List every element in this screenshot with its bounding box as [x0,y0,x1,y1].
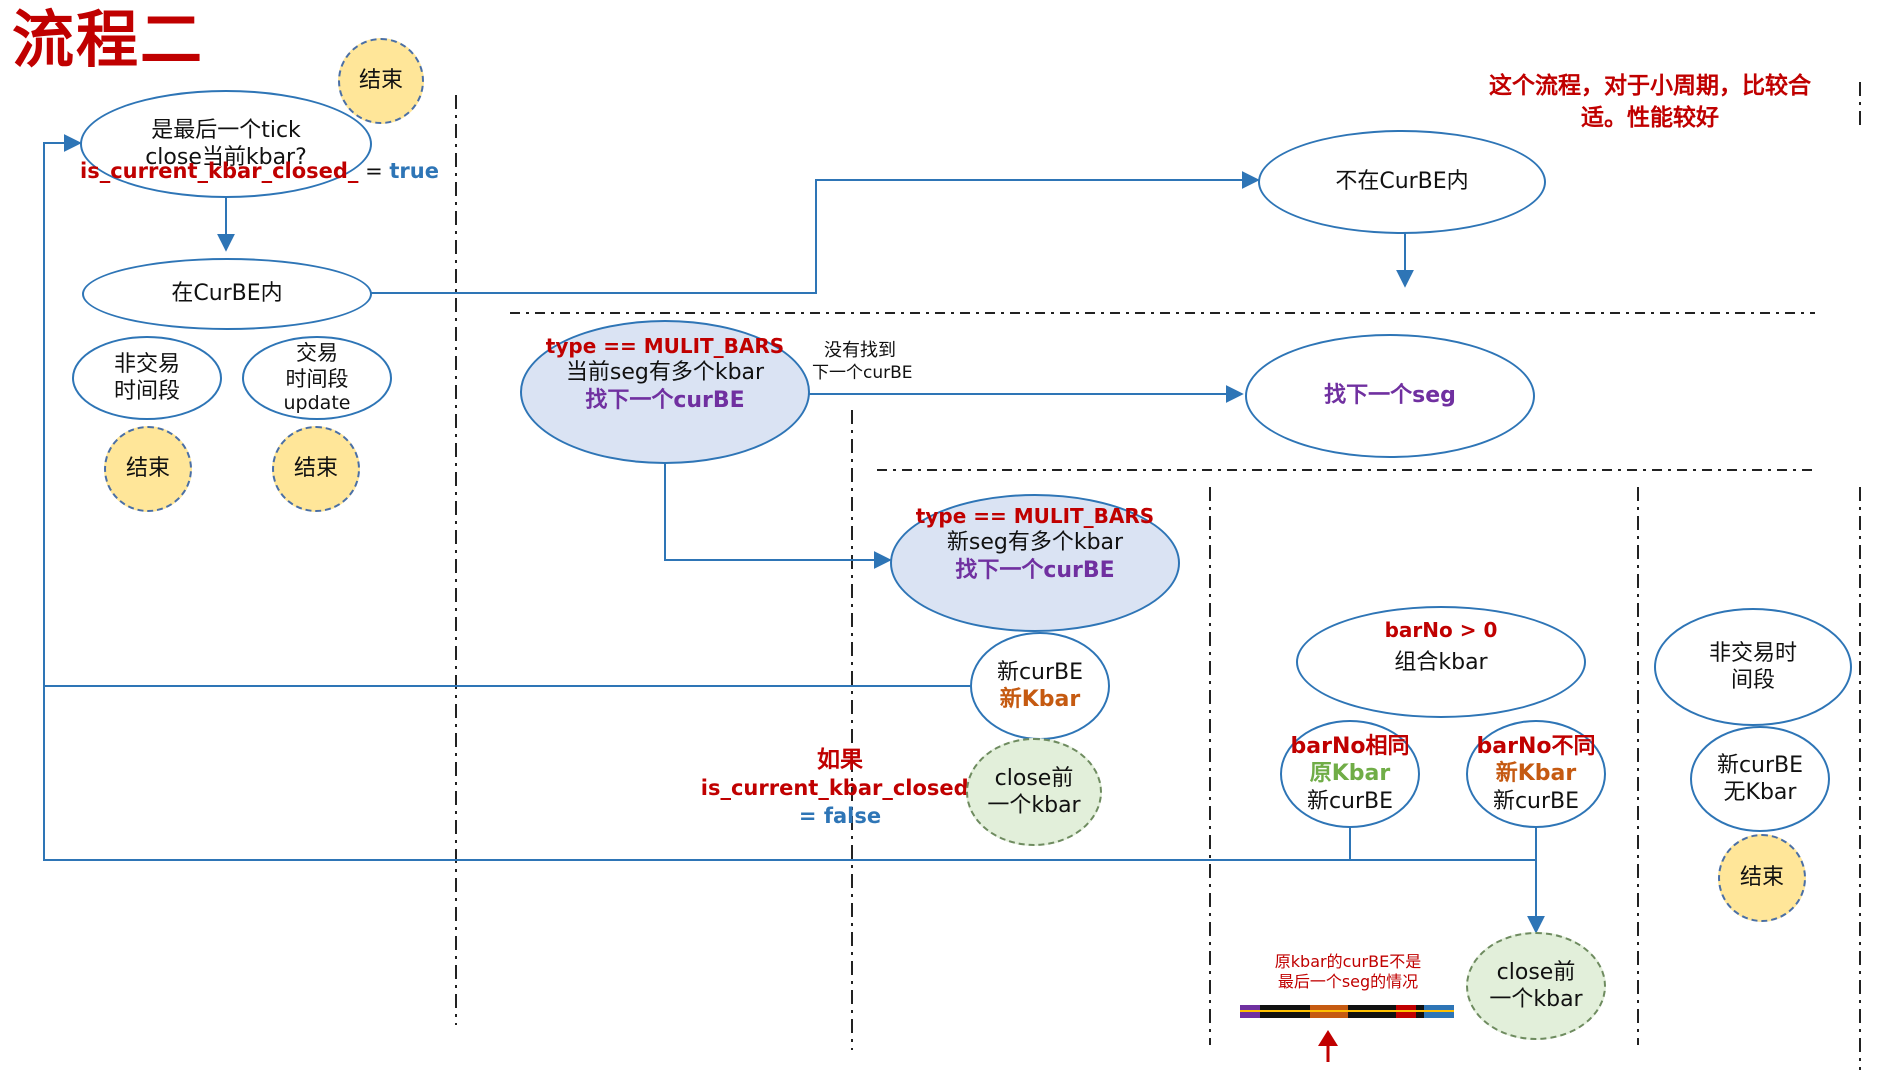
node-last-tick[interactable]: 是最后一个tick close当前kbar? [80,90,372,198]
node-close-prev-kbar-1[interactable]: close前 一个kbar [966,738,1102,846]
node-non-trade-2[interactable]: 非交易时 间段 [1654,608,1852,726]
node-non-trade[interactable]: 非交易 时间段 [72,336,222,420]
cond-closed-true: is_current_kbar_closed_ = true [80,159,439,183]
node-multi-bars-new[interactable]: type == MULIT_BARS 新seg有多个kbar 找下一个curBE [890,494,1180,632]
node-new-curbe-no-kbar[interactable]: 新curBE 无Kbar [1690,726,1830,832]
kbar-segments-2 [1240,1005,1454,1062]
node-end-right[interactable]: 结束 [1718,834,1806,922]
performance-note: 这个流程，对于小周期，比较合适。性能较好 [1489,73,1811,131]
node-end-trade[interactable]: 结束 [272,426,360,512]
page-title: 流程二 [12,3,205,76]
node-multi-bars-current[interactable]: type == MULIT_BARS 当前seg有多个kbar 找下一个curB… [520,320,810,464]
if-closed-false-label: 如果 is_current_kbar_closed_ = false [700,747,980,828]
section-dividers [455,82,1861,1070]
node-barno-diff[interactable]: barNo不同 新Kbar 新curBE [1466,720,1606,828]
node-find-next-seg[interactable]: 找下一个seg [1245,334,1535,458]
orig-kbar-note: 原kbar的curBE不是 最后一个seg的情况 [1274,952,1422,991]
node-new-curbe-new-kbar[interactable]: 新curBE 新Kbar [970,632,1110,740]
node-end-non-trade[interactable]: 结束 [104,426,192,512]
node-close-prev-kbar-2[interactable]: close前 一个kbar [1466,932,1606,1040]
node-barno-same[interactable]: barNo相同 原Kbar 新curBE [1280,720,1420,828]
node-in-curbe[interactable]: 在CurBE内 [82,258,372,330]
node-end-top[interactable]: 结束 [338,38,424,124]
not-found-label: 没有找到 下一个curBE [812,340,913,383]
node-trade-update[interactable]: 交易 时间段 update [242,336,392,420]
node-combine-kbar[interactable]: barNo > 0 组合kbar [1296,606,1586,718]
node-not-in-curbe[interactable]: 不在CurBE内 [1258,130,1546,234]
